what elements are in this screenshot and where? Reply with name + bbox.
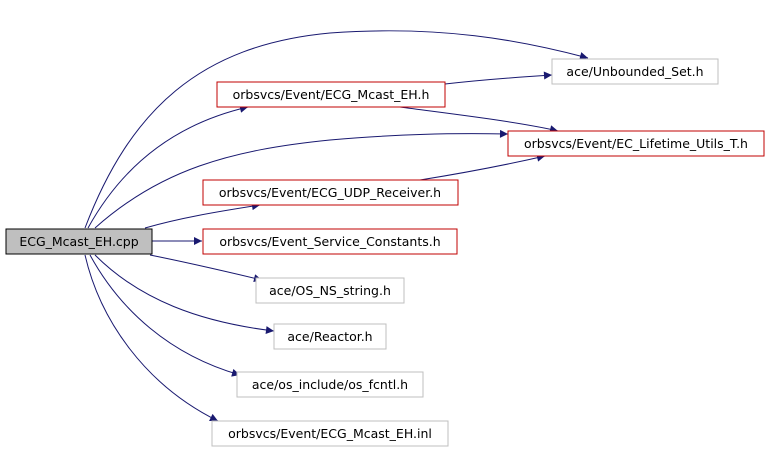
node-root[interactable]: ECG_Mcast_EH.cpp — [5, 228, 153, 255]
edge-ecg-udp-receiver-to-ec-lifetime-utils — [419, 153, 546, 181]
edge-root-to-ecg-mcast-eh-inl — [84, 254, 219, 422]
node-reactor-box — [273, 323, 387, 350]
node-ec-lifetime-utils[interactable]: orbsvcs/Event/EC_Lifetime_Utils_T.h — [507, 130, 765, 157]
node-ec-lifetime-utils-label: orbsvcs/Event/EC_Lifetime_Utils_T.h — [524, 136, 748, 151]
node-os-ns-string-box — [255, 277, 405, 304]
node-unbounded-set-box — [551, 58, 719, 85]
edge-root-to-ecg-udp-receiver — [144, 202, 261, 229]
node-ecg-mcast-eh-h-label: orbsvcs/Event/ECG_Mcast_EH.h — [233, 87, 430, 102]
node-event-service-constants-box — [202, 228, 458, 255]
node-ecg-udp-receiver[interactable]: orbsvcs/Event/ECG_UDP_Receiver.h — [202, 179, 459, 206]
edge-root-to-ecg-mcast-eh-h — [87, 104, 249, 229]
node-os-fcntl-label: ace/os_include/os_fcntl.h — [252, 377, 408, 392]
nodes: ECG_Mcast_EH.cpp ace/Unbounded_Set.h orb… — [5, 58, 765, 447]
node-ec-lifetime-utils-box — [507, 130, 765, 157]
node-unbounded-set[interactable]: ace/Unbounded_Set.h — [551, 58, 719, 85]
edges — [84, 30, 589, 422]
node-os-fcntl-box — [236, 371, 424, 398]
node-ecg-mcast-eh-inl-label: orbsvcs/Event/ECG_Mcast_EH.inl — [228, 426, 432, 441]
node-ecg-mcast-eh-h-box — [216, 81, 446, 108]
edge-root-to-os-ns-string — [149, 254, 263, 283]
edge-ecg-mcast-eh-h-to-unbounded-set — [444, 71, 553, 85]
node-os-ns-string[interactable]: ace/OS_NS_string.h — [255, 277, 405, 304]
node-ecg-udp-receiver-box — [202, 179, 459, 206]
node-ecg-mcast-eh-h[interactable]: orbsvcs/Event/ECG_Mcast_EH.h — [216, 81, 446, 108]
edge-root-to-unbounded-set — [84, 30, 589, 229]
node-unbounded-set-label: ace/Unbounded_Set.h — [566, 64, 703, 79]
node-os-fcntl[interactable]: ace/os_include/os_fcntl.h — [236, 371, 424, 398]
node-os-ns-string-label: ace/OS_NS_string.h — [269, 283, 391, 298]
edge-ecg-mcast-eh-h-to-ec-lifetime-utils — [399, 106, 559, 134]
node-event-service-constants[interactable]: orbsvcs/Event_Service_Constants.h — [202, 228, 458, 255]
node-event-service-constants-label: orbsvcs/Event_Service_Constants.h — [219, 234, 440, 249]
edge-root-to-reactor — [94, 254, 275, 335]
edge-root-to-ec-lifetime-utils — [94, 129, 509, 229]
node-root-box — [5, 228, 153, 255]
node-reactor-label: ace/Reactor.h — [287, 329, 372, 344]
node-root-label: ECG_Mcast_EH.cpp — [19, 234, 138, 249]
node-ecg-mcast-eh-inl[interactable]: orbsvcs/Event/ECG_Mcast_EH.inl — [211, 420, 449, 447]
node-ecg-udp-receiver-label: orbsvcs/Event/ECG_UDP_Receiver.h — [219, 185, 441, 200]
edge-root-to-os-fcntl — [89, 254, 241, 377]
node-ecg-mcast-eh-inl-box — [211, 420, 449, 447]
node-reactor[interactable]: ace/Reactor.h — [273, 323, 387, 350]
